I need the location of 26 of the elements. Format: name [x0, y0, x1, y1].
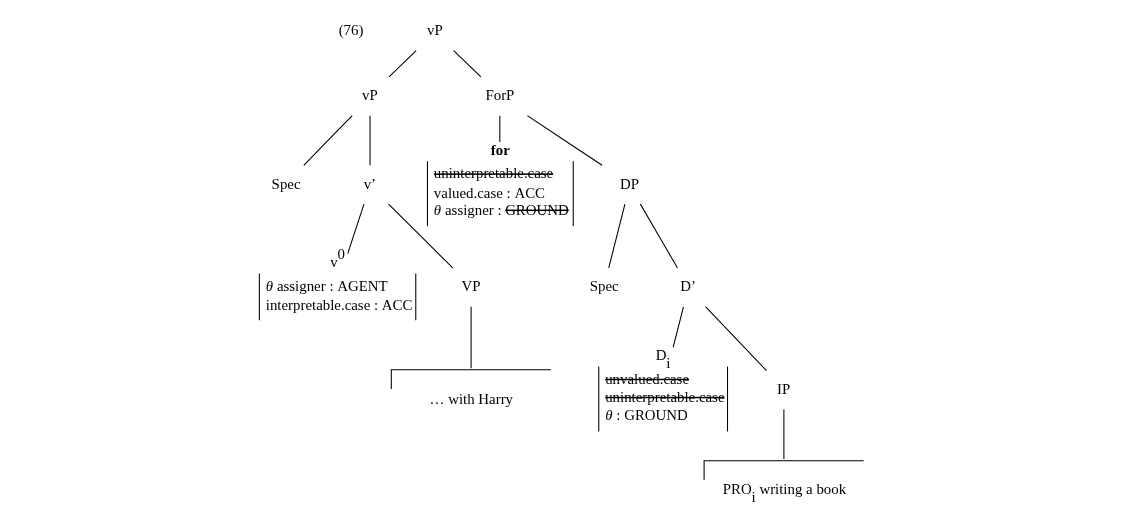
connector [302, 115, 353, 166]
node-text: IP [776, 380, 790, 397]
connector [704, 306, 767, 372]
node-text: vP [361, 87, 378, 104]
connector [607, 203, 625, 269]
connector [387, 203, 453, 269]
connector [672, 306, 684, 348]
connector [639, 203, 678, 269]
connector [346, 203, 364, 255]
connector [526, 115, 603, 166]
connector [452, 50, 481, 78]
node-text: v’ [363, 175, 376, 192]
connector [470, 306, 472, 369]
node-text: Spec [589, 278, 619, 295]
node-text: VP [461, 278, 481, 295]
label: (76) [338, 22, 363, 39]
node-text: DP [619, 175, 639, 192]
node-text: for uninterpretable.case valued.case : ACC θ assigner : GROUND [433, 142, 569, 218]
node-text: ForP [484, 87, 514, 104]
connector [387, 50, 417, 78]
connector [782, 408, 784, 460]
connector [498, 115, 500, 143]
node-text: D’ [679, 278, 696, 295]
node-text: vP [426, 22, 443, 39]
node-text: … with Harry [429, 391, 513, 407]
node-text: Spec [271, 175, 301, 192]
